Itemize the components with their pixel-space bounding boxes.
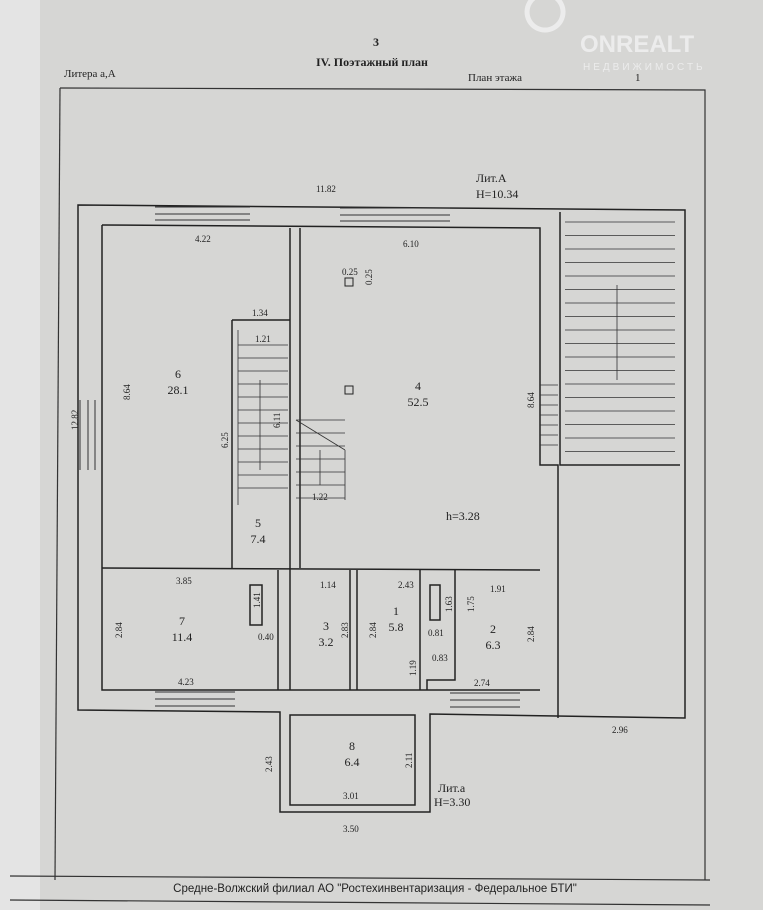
watermark-brand: ONREALT (580, 31, 695, 58)
watermark-logo-icon (524, 0, 566, 33)
dim-col2: 0.25 (364, 269, 374, 285)
walls (77, 204, 686, 813)
watermark-subtitle: НЕДВИЖИМОСТЬ (583, 62, 706, 73)
room-4-number: 4 (415, 379, 421, 393)
floor-number: 1 (635, 72, 641, 84)
dim-stair-h2: 6.11 (272, 413, 282, 428)
dim-room4-height: 8.64 (526, 392, 536, 408)
dim-r3-width: 1.14 (320, 580, 336, 590)
dim-room6-height: 8.64 (122, 384, 132, 400)
windows (79, 206, 520, 708)
floor-label: План этажа (468, 72, 522, 84)
room-labels: 6 28.1 4 52.5 5 7.4 7 11.4 3 3.2 1 5.8 2… (168, 171, 519, 809)
binding-edge (0, 0, 40, 910)
dim-left-total: 12.82 (70, 410, 80, 430)
dim-r1-w4: 1.19 (408, 660, 418, 676)
dim-stair-w1: 1.34 (252, 308, 268, 318)
room-5-number: 5 (255, 516, 261, 530)
room-1-number: 1 (393, 604, 399, 618)
dim-r2-bottom: 2.74 (474, 678, 490, 688)
room-1-area: 5.8 (389, 620, 404, 634)
dim-r7-w2: 1.41 (252, 592, 262, 608)
dim-r8-inner: 3.01 (343, 791, 359, 801)
dim-r7-w3: 0.40 (258, 632, 274, 642)
dim-room4-width: 6.10 (403, 239, 419, 249)
dim-r2-height: 2.84 (526, 626, 536, 642)
dim-top-total: 11.82 (316, 184, 336, 194)
column (344, 385, 354, 395)
litera-label: Литера а,А (64, 68, 116, 80)
dim-r1-w3: 0.81 (428, 628, 444, 638)
room-8-area: 6.4 (345, 755, 360, 769)
page-number: 3 (373, 35, 379, 49)
drawing-frame (9, 87, 711, 906)
dim-r1-height: 2.84 (368, 622, 378, 638)
building-a-height: H=3.30 (434, 795, 470, 809)
dim-r3-height: 2.83 (340, 622, 350, 638)
room-7-area: 11.4 (172, 630, 193, 644)
room-7-number: 7 (179, 614, 185, 628)
dim-col1: 0.25 (342, 267, 358, 277)
room-4-ceiling-height: h=3.28 (446, 509, 480, 523)
room-2-number: 2 (490, 622, 496, 636)
room-5-area: 7.4 (251, 532, 266, 546)
dim-r2-width: 1.91 (490, 584, 506, 594)
dim-r2-h1: 1.75 (466, 596, 476, 612)
dim-r1-w5: 0.83 (432, 653, 448, 663)
dim-r8-left: 2.43 (264, 756, 274, 772)
dim-r7-width: 3.85 (176, 576, 192, 586)
room-8-number: 8 (349, 739, 355, 753)
footer-organization: Средне-Волжский филиал АО "Ростехинвента… (173, 883, 577, 895)
dim-room6-width: 4.22 (195, 234, 211, 244)
room-2-area: 6.3 (486, 638, 501, 652)
building-a-label: Лит.а (438, 781, 466, 795)
dim-r1-width: 2.43 (398, 580, 414, 590)
dim-right-bottom: 2.96 (612, 725, 628, 735)
building-A-label: Лит.А (476, 171, 507, 185)
column (344, 277, 354, 287)
dimension-labels: 11.82 4.22 6.10 0.25 0.25 1.34 1.21 12.8… (70, 184, 628, 834)
building-A-height: H=10.34 (476, 187, 518, 201)
room-4-area: 52.5 (408, 395, 429, 409)
stairs (237, 221, 675, 505)
dim-r7-bottom: 4.23 (178, 677, 194, 687)
room-6-area: 28.1 (168, 383, 189, 397)
watermark: ONREALT НЕДВИЖИМОСТЬ (524, 0, 706, 73)
dim-r7-height: 2.84 (114, 622, 124, 638)
room-3-number: 3 (323, 619, 329, 633)
room-3-area: 3.2 (319, 635, 334, 649)
dim-r1-w2: 1.63 (444, 596, 454, 612)
dim-stair-h1: 6.25 (220, 432, 230, 448)
dim-r8-right: 2.11 (404, 753, 414, 768)
room-6-number: 6 (175, 367, 181, 381)
dim-r8-outer: 3.50 (343, 824, 359, 834)
stair-treads (237, 221, 675, 505)
plan-title: IV. Поэтажный план (316, 55, 428, 69)
dim-stair-w2: 1.21 (255, 334, 271, 344)
dim-stair-w3: 1.22 (312, 492, 328, 502)
document-page (40, 0, 763, 910)
